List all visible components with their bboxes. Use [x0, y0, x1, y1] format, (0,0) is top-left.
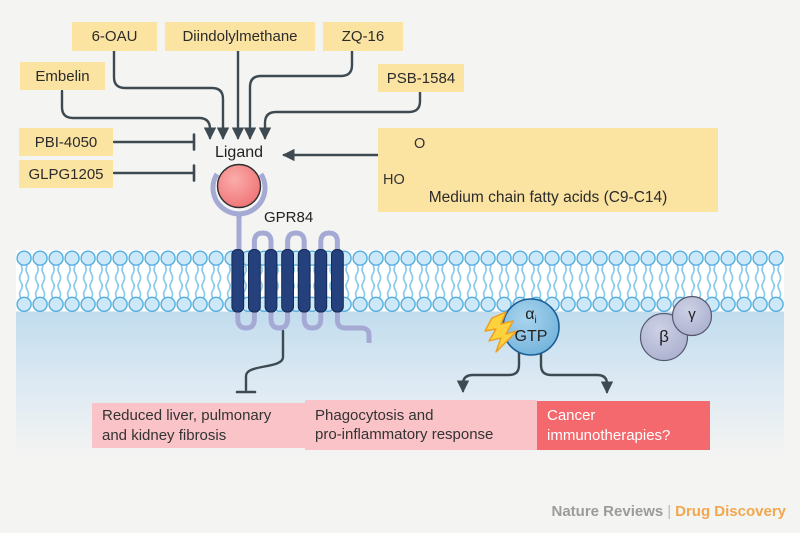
g-gamma-subunit [671, 295, 713, 337]
drug-box-diindolylmethane: Diindolylmethane [165, 22, 315, 51]
drug-box-glpg1205: GLPG1205 [19, 160, 113, 188]
fatty-acids-caption: Medium chain fatty acids (C9-C14) [428, 189, 668, 206]
drug-box-embelin: Embelin [20, 62, 105, 90]
drug-box-psb-1584: PSB-1584 [378, 64, 464, 92]
arrow-embelin-to-ligand [60, 89, 217, 140]
hydroxyl-label: HO [383, 172, 405, 188]
outcome-line: pro-inflammatory response [315, 426, 494, 443]
arrow-psb1584-to-ligand [258, 90, 422, 140]
arrow-galpha-to-phagocytosis [456, 349, 521, 393]
g-alpha-label: αi [525, 306, 537, 327]
outcome-line: Cancer [547, 407, 596, 424]
footer-separator: | [667, 503, 672, 520]
drug-box-6-oau: 6-OAU [72, 22, 157, 51]
outcome-box-phagocytosis: Phagocytosis and pro-inflammatory respon… [305, 400, 537, 450]
gtp-label: GTP [514, 328, 548, 345]
lipid-bilayer-membrane [16, 250, 784, 312]
fatty-acids-box: HO O Medium chain fatty acids (C9-C14) [378, 128, 718, 212]
activation-bolt-icon [484, 311, 518, 353]
carbonyl-oxygen-label: O [414, 136, 426, 152]
inhibition-line-to-fibrosis [244, 329, 285, 392]
ligand-sphere [216, 163, 262, 209]
gpr84-receptor [210, 163, 372, 343]
publication-name: Drug Discovery [675, 503, 786, 520]
g-protein [484, 295, 713, 362]
arrow-galpha-to-cancer [539, 349, 614, 394]
outcome-line: Phagocytosis and [315, 406, 434, 424]
journal-footer: Nature Reviews|Drug Discovery [552, 503, 787, 520]
gpr84-label: GPR84 [264, 209, 314, 226]
outcome-box-fibrosis: Reduced liver, pulmonary and kidney fibr… [92, 403, 306, 448]
g-gamma-label: γ [688, 306, 696, 323]
outcome-line: and kidney fibrosis [102, 426, 227, 444]
outcome-box-cancer-immunotherapies: Cancer immunotherapies? [537, 401, 710, 450]
transmembrane-helices [231, 249, 344, 313]
g-beta-label: β [659, 327, 669, 346]
drug-box-pbi-4050: PBI-4050 [19, 128, 113, 156]
outcome-line: immunotherapies? [547, 426, 671, 444]
outcome-line: Reduced liver, pulmonary [102, 407, 272, 424]
g-alpha-subscript: i [534, 315, 537, 327]
receptor-loops [210, 172, 372, 343]
pathway-arrows [60, 49, 614, 394]
receptor-c-tail [334, 310, 372, 343]
drug-box-zq-16: ZQ-16 [323, 22, 403, 51]
journal-name: Nature Reviews [551, 503, 664, 520]
arrow-zq16-to-ligand [243, 49, 354, 140]
arrow-6oau-to-ligand [112, 49, 230, 140]
ligand-label: Ligand [214, 144, 264, 161]
